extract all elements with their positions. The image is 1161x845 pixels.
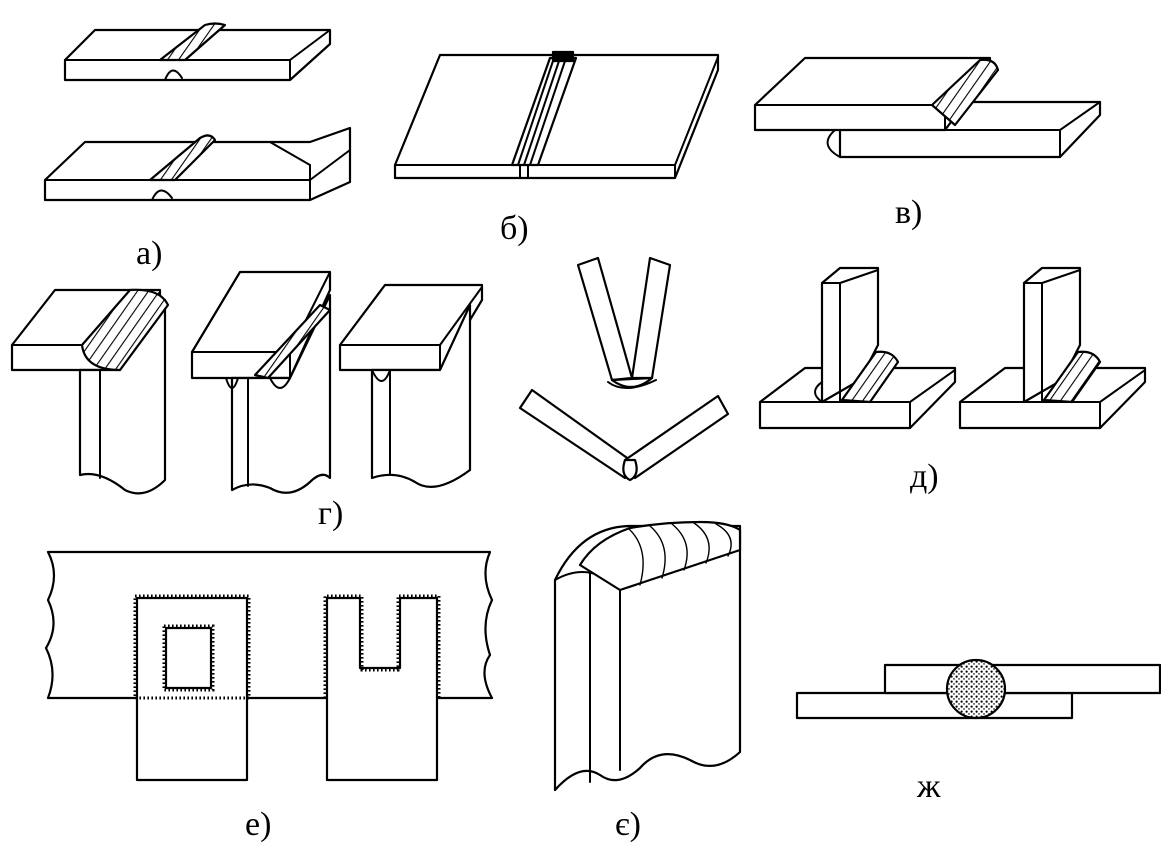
joint-angle [518,256,730,482]
weld-bead [578,520,742,592]
joint-b-flanged [393,50,720,180]
joint-v-lap [753,56,1102,159]
joint-g-corner [10,270,484,495]
weld-bead [840,350,900,404]
weld-spot [945,658,1007,720]
label-g: г) [318,495,344,532]
weld-bead [1042,350,1102,404]
joint-zh-spot [795,658,1161,720]
weld-bead [148,134,217,182]
label-zh: ж [917,768,941,805]
weld-bead [80,288,170,372]
label-e: е) [245,806,272,843]
weld-bead [158,22,227,62]
label-b: б) [500,210,529,247]
label-ye: є) [615,806,641,843]
joint-ye-edge [553,520,742,792]
joint-a-butt [43,22,352,202]
label-d: д) [910,458,939,495]
weld-bead [253,303,332,380]
label-v: в) [895,194,923,231]
weld-bead [930,58,1000,127]
joint-e-slot [44,550,494,782]
joint-d-tee [758,266,1147,430]
label-a: а) [136,235,163,272]
